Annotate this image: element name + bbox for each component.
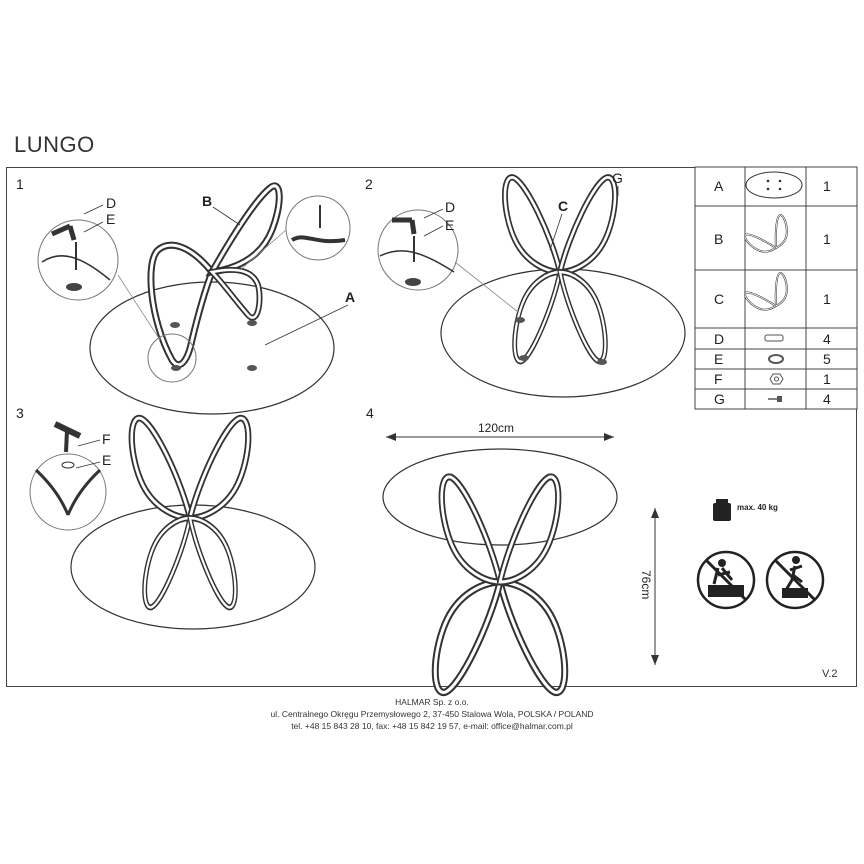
svg-text:F: F <box>714 371 723 387</box>
company-contact: tel. +48 15 843 28 10, fax: +48 15 842 1… <box>291 721 573 731</box>
svg-text:E: E <box>714 351 723 367</box>
detail-zoom <box>377 209 459 291</box>
step-4: 4 120cm 76cm <box>366 405 659 692</box>
svg-text:1: 1 <box>823 371 831 387</box>
assembled-frame <box>132 418 249 607</box>
parts-row-d: D 4 <box>714 331 831 347</box>
svg-text:C: C <box>714 291 724 307</box>
assembled-base <box>435 477 565 693</box>
step-number: 3 <box>16 405 24 421</box>
no-standing-on-table-warning <box>696 550 756 610</box>
svg-text:1: 1 <box>823 178 831 194</box>
parts-row-b: B 1 <box>714 213 831 260</box>
label-c: C <box>558 198 568 214</box>
step-2: 2 D E C G <box>365 170 686 398</box>
max-load-text: max. 40 kg <box>737 503 778 512</box>
height-dimension: 76cm <box>639 570 653 599</box>
parts-row-c: C 1 <box>714 271 831 318</box>
parts-row-a: A 1 <box>714 171 831 199</box>
step-number: 1 <box>16 176 24 192</box>
washer-icon <box>768 354 784 364</box>
label-g: G <box>612 170 623 186</box>
label-e: E <box>102 452 111 468</box>
nut-icon <box>769 373 784 385</box>
svg-text:4: 4 <box>823 331 831 347</box>
parts-row-e: E 5 <box>714 351 831 367</box>
step-1: 1 D E B A <box>16 176 355 415</box>
label-b: B <box>202 193 212 209</box>
step-number: 2 <box>365 176 373 192</box>
no-climbing-warning <box>765 550 825 610</box>
label-d: D <box>106 195 116 211</box>
svg-text:1: 1 <box>823 291 831 307</box>
svg-text:4: 4 <box>823 391 831 407</box>
assembled-glass-top <box>382 448 618 546</box>
glass-top-icon <box>745 171 803 199</box>
instruction-frame <box>6 167 857 687</box>
svg-text:B: B <box>714 231 723 247</box>
detail-zoom <box>29 453 107 531</box>
svg-text:D: D <box>714 331 724 347</box>
label-f: F <box>102 431 111 447</box>
company-name: HALMAR Sp. z o.o. <box>395 697 469 707</box>
leg-frame-b <box>147 182 283 369</box>
footer: HALMAR Sp. z o.o. ul. Centralnego Okręgu… <box>0 696 864 732</box>
parts-table: A 1 B 1 C 1 D 4 E 5 <box>694 166 858 410</box>
label-e: E <box>106 211 115 227</box>
label-d: D <box>445 199 455 215</box>
company-address: ul. Centralnego Okręgu Przemysłowego 2, … <box>270 709 594 719</box>
parts-row-f: F 1 <box>714 371 831 387</box>
weight-icon <box>716 499 728 503</box>
svg-text:G: G <box>714 391 725 407</box>
label-a: A <box>345 289 355 305</box>
glass-top-a <box>89 281 335 415</box>
svg-text:1: 1 <box>823 231 831 247</box>
step-3: 3 F E <box>16 405 316 630</box>
bolt-icon <box>764 334 784 342</box>
svg-text:A: A <box>714 178 724 194</box>
step-number: 4 <box>366 405 374 421</box>
label-e: E <box>445 217 454 233</box>
max-load-warning: max. 40 kg <box>713 499 778 521</box>
parts-row-g: G 4 <box>714 391 831 407</box>
product-title: LUNGO <box>14 132 95 157</box>
version-label: V.2 <box>822 668 838 680</box>
width-dimension: 120cm <box>478 421 514 435</box>
svg-text:5: 5 <box>823 351 831 367</box>
